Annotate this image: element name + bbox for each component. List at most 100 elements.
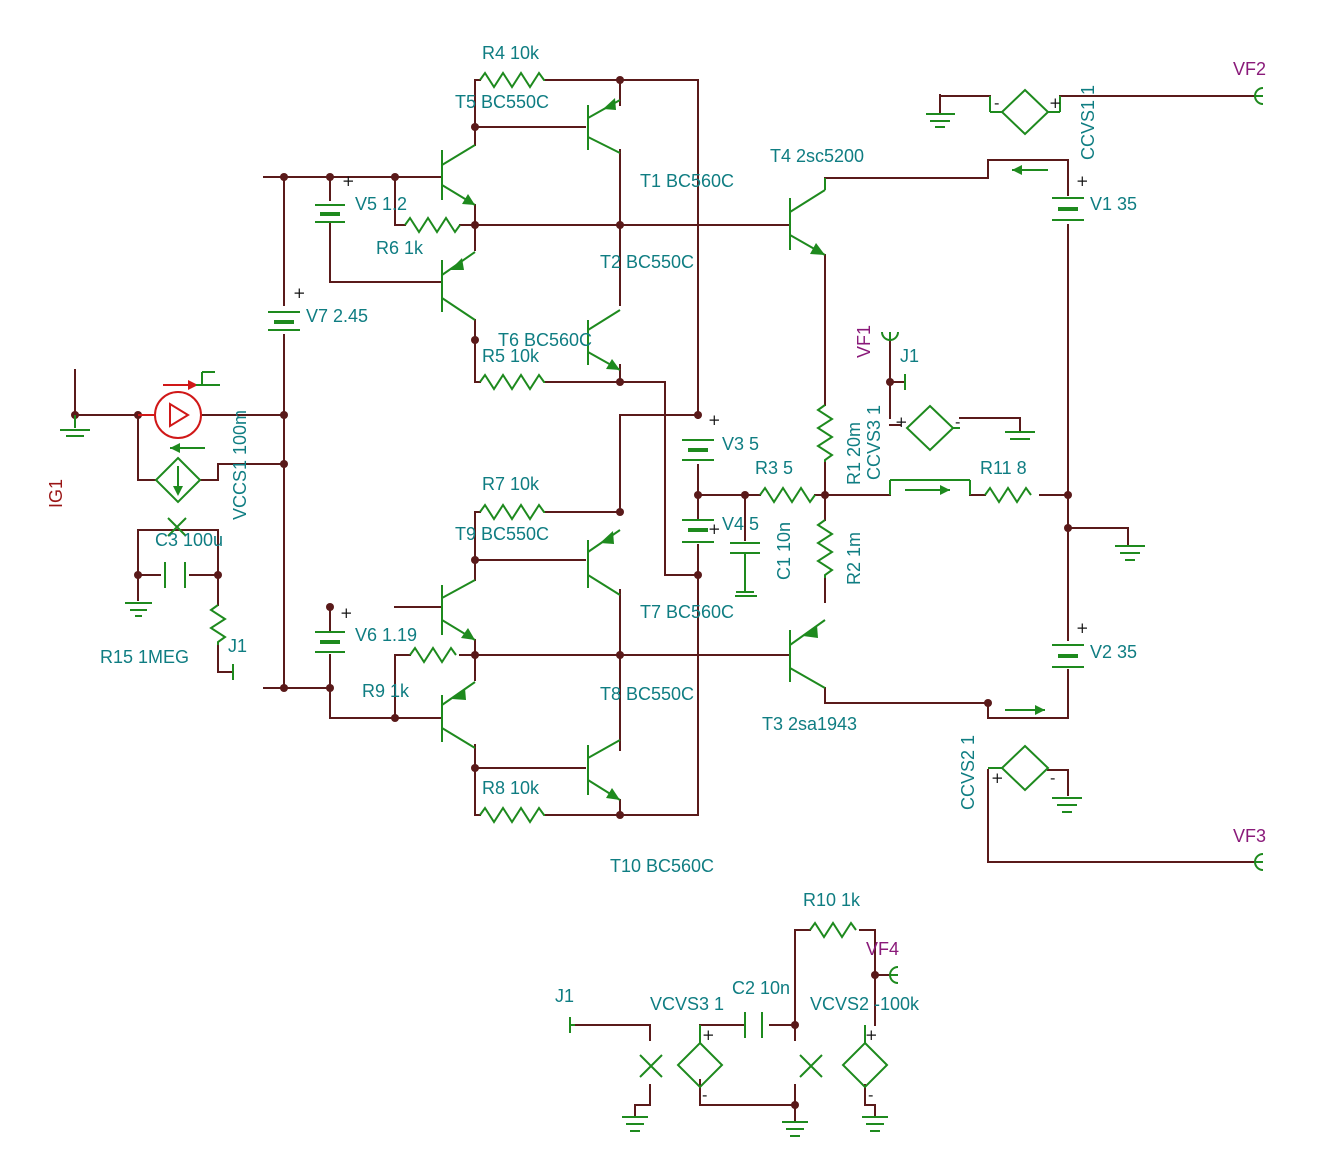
- label-t6: T6 BC560C: [498, 330, 592, 350]
- wires: [74, 79, 1256, 1121]
- label-vccs1: VCCS1 100m: [230, 410, 250, 520]
- label-vf1: VF1: [854, 325, 874, 358]
- ground-c2: [782, 1121, 808, 1137]
- ground-c3: [125, 602, 152, 617]
- label-vf2: VF2: [1233, 59, 1266, 79]
- transistor-t3: [789, 619, 826, 689]
- ground-ccvs1: [926, 113, 955, 128]
- capacitors: [164, 517, 763, 1038]
- labels: R4 10k T5 BC550C T1 BC560C V5 1.2 R6 1k …: [46, 43, 1266, 1014]
- ccvs3-diamond: + -: [895, 404, 960, 452]
- transistor-t2: [441, 251, 476, 321]
- ammeter-input: [170, 443, 205, 453]
- label-v6: V6 1.19: [355, 625, 417, 645]
- ammeter-bottom: [1005, 705, 1045, 715]
- svg-text:+: +: [708, 411, 721, 429]
- label-r10: R10 1k: [803, 890, 861, 910]
- resistor-r3: [759, 486, 816, 504]
- svg-text:-: -: [702, 1086, 707, 1104]
- battery-v7: +: [268, 284, 306, 331]
- probe-vf2: [1254, 87, 1264, 105]
- probe-vf3: [1254, 853, 1264, 871]
- current-arrows: [170, 165, 1048, 715]
- label-ccvs2: CCVS2 1: [958, 735, 978, 810]
- label-t2: T2 BC550C: [600, 252, 694, 272]
- label-c3: C3 100u: [155, 530, 223, 550]
- ground-ccvs3: [1005, 431, 1035, 440]
- transistor-t1: [587, 98, 621, 154]
- resistor-r15: [209, 604, 227, 645]
- label-vcvs3: VCVS3 1: [650, 994, 724, 1014]
- label-r15: R15 1MEG: [100, 647, 189, 667]
- current-generator-ig1: [138, 380, 202, 439]
- ground-ccvs2: [1052, 797, 1082, 813]
- svg-text:+: +: [1049, 94, 1062, 112]
- transistor-t7: [441, 579, 476, 641]
- transistor-t6: [587, 309, 621, 371]
- label-v3: V3 5: [722, 434, 759, 454]
- battery-v1: +: [1052, 172, 1089, 221]
- label-vcvs2: VCVS2 -100k: [810, 994, 920, 1014]
- transistor-t5: [441, 144, 476, 206]
- resistor-r5: [479, 373, 545, 391]
- resistor-r6: [404, 216, 461, 234]
- svg-text:+: +: [342, 172, 355, 190]
- label-j1-bottom: J1: [555, 986, 574, 1006]
- label-c1: C1 10n: [774, 522, 794, 580]
- probe-vf1: [881, 331, 899, 341]
- battery-v5: +: [315, 172, 355, 223]
- svg-text:-: -: [994, 94, 999, 112]
- label-v5: V5 1.2: [355, 194, 407, 214]
- svg-text:+: +: [865, 1026, 878, 1044]
- battery-v4: +: [682, 519, 721, 543]
- controlled-sources: - + + - + - + - + -: [154, 88, 1062, 1104]
- label-r11: R11 8: [980, 458, 1027, 478]
- probe-vf4: [889, 966, 899, 984]
- label-t8: T8 BC550C: [600, 684, 694, 704]
- resistor-r4: [479, 71, 545, 89]
- label-r8: R8 10k: [482, 778, 540, 798]
- svg-text:+: +: [1076, 619, 1089, 637]
- label-t7: T7 BC560C: [640, 602, 734, 622]
- capacitor-c3: [164, 517, 187, 588]
- svg-text:+: +: [708, 520, 721, 538]
- vcvs3-diamond: + -: [676, 1025, 724, 1104]
- label-r3: R3 5: [755, 458, 793, 478]
- battery-v2: +: [1052, 619, 1089, 668]
- resistor-r11: [984, 486, 1032, 504]
- resistor-r1: [816, 404, 834, 462]
- label-v4: V4 5: [722, 514, 759, 534]
- ground-ig1: [196, 371, 220, 386]
- resistors: [209, 71, 1032, 939]
- junctions: [71, 76, 1072, 1109]
- label-r5: R5 10k: [482, 346, 540, 366]
- label-t9: T9 BC550C: [455, 524, 549, 544]
- ammeter-top: [1012, 165, 1048, 175]
- transistor-t4: [789, 178, 826, 256]
- svg-text:+: +: [340, 604, 353, 622]
- ammeter-r11: [889, 479, 971, 495]
- label-ccvs1: CCVS1 1: [1078, 85, 1098, 160]
- label-r2: R2 1m: [844, 532, 864, 585]
- label-vf4: VF4: [866, 939, 899, 959]
- label-c2: C2 10n: [732, 978, 790, 998]
- label-t1: T1 BC560C: [640, 171, 734, 191]
- grounds: [60, 113, 1145, 1137]
- label-t10: T10 BC560C: [610, 856, 714, 876]
- resistor-r8: [479, 806, 545, 824]
- label-t3: T3 2sa1943: [762, 714, 857, 734]
- ccvs2-diamond: + -: [988, 744, 1055, 792]
- svg-text:+: +: [293, 284, 306, 302]
- battery-v3: +: [682, 411, 721, 461]
- svg-text:+: +: [895, 413, 908, 431]
- svg-text:+: +: [1076, 172, 1089, 190]
- label-ig1: IG1: [46, 479, 66, 508]
- svg-text:+: +: [702, 1026, 715, 1044]
- transistor-t8: [441, 681, 476, 749]
- label-r6: R6 1k: [376, 238, 424, 258]
- label-v7: V7 2.45: [306, 306, 368, 326]
- label-r7: R7 10k: [482, 474, 540, 494]
- pins: [232, 374, 906, 1033]
- label-t5: T5 BC550C: [455, 92, 549, 112]
